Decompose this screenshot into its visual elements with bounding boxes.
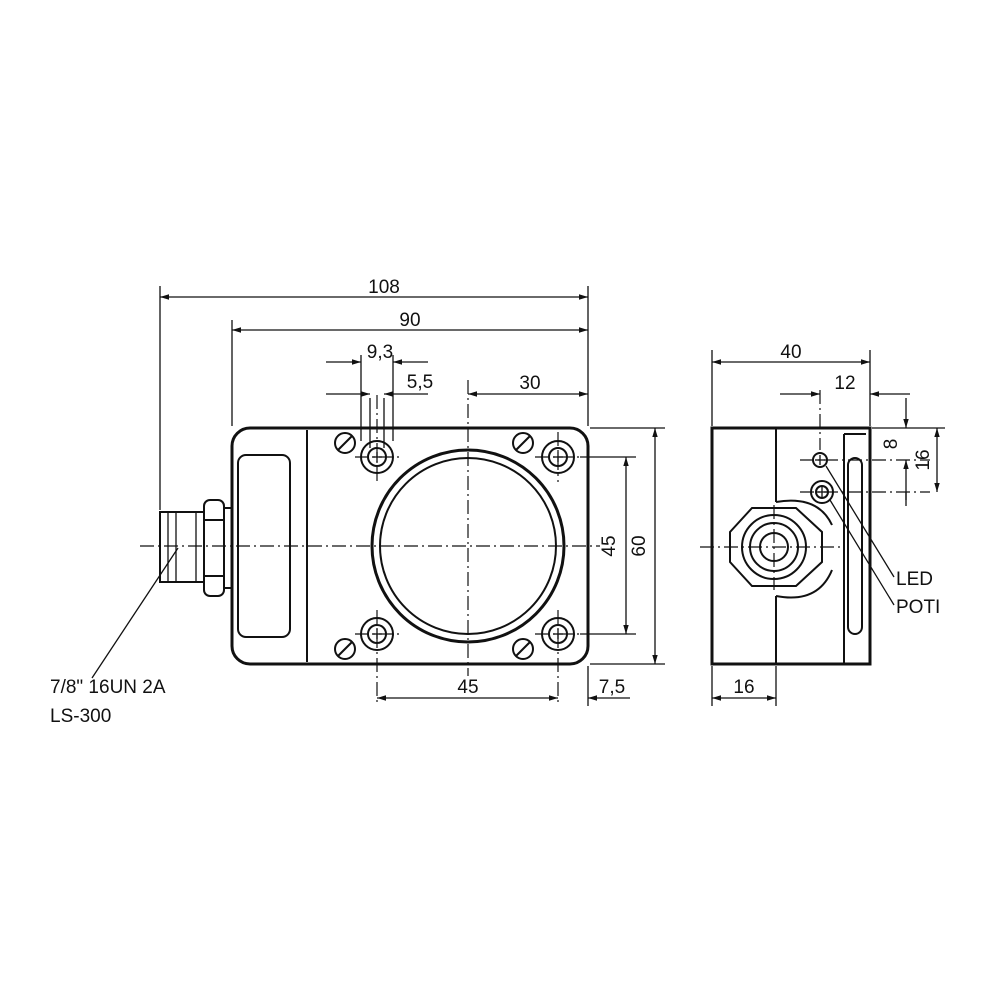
dim-12-text: 12 bbox=[834, 373, 855, 394]
dim-108-text: 108 bbox=[368, 277, 400, 298]
led-leader-line bbox=[825, 465, 895, 578]
front-view bbox=[140, 380, 600, 706]
dim-8-text: 8 bbox=[881, 439, 902, 450]
side-extension-lines bbox=[711, 350, 945, 706]
dim-40-text: 40 bbox=[780, 342, 801, 363]
side-housing-outline bbox=[710, 426, 872, 666]
front-dimension-lines bbox=[160, 294, 658, 701]
poti-label: POTI bbox=[896, 597, 940, 618]
dim-45-horizontal-text: 45 bbox=[457, 677, 478, 698]
screw-top-left bbox=[334, 432, 356, 454]
dim-90-text: 90 bbox=[399, 310, 420, 331]
led-label: LED bbox=[896, 569, 933, 590]
dim-edge-offset-text: 7,5 bbox=[599, 677, 625, 698]
dim-16-vertical-text: 16 bbox=[913, 449, 934, 470]
side-view bbox=[700, 390, 930, 666]
dim-hole-diameter-text: 5,5 bbox=[407, 372, 433, 393]
sensing-face-outer bbox=[370, 448, 566, 644]
dim-16-horizontal-text: 16 bbox=[733, 677, 754, 698]
connector-thread-label: 7/8" 16UN 2A bbox=[50, 677, 166, 698]
connector-leader-line bbox=[91, 547, 179, 679]
side-dimension-lines bbox=[712, 359, 940, 701]
connector-model-label: LS-300 bbox=[50, 706, 111, 727]
side-slot bbox=[847, 457, 863, 635]
dim-60-text: 60 bbox=[629, 535, 650, 556]
poti-leader-line bbox=[829, 499, 895, 606]
dim-slot-width-text: 9,3 bbox=[367, 342, 393, 363]
screw-top-right bbox=[512, 432, 534, 454]
dim-30-text: 30 bbox=[519, 373, 540, 394]
screw-bottom-right bbox=[512, 638, 534, 660]
connector bbox=[159, 499, 233, 597]
dim-45-vertical-text: 45 bbox=[599, 535, 620, 556]
screw-bottom-left bbox=[334, 638, 356, 660]
